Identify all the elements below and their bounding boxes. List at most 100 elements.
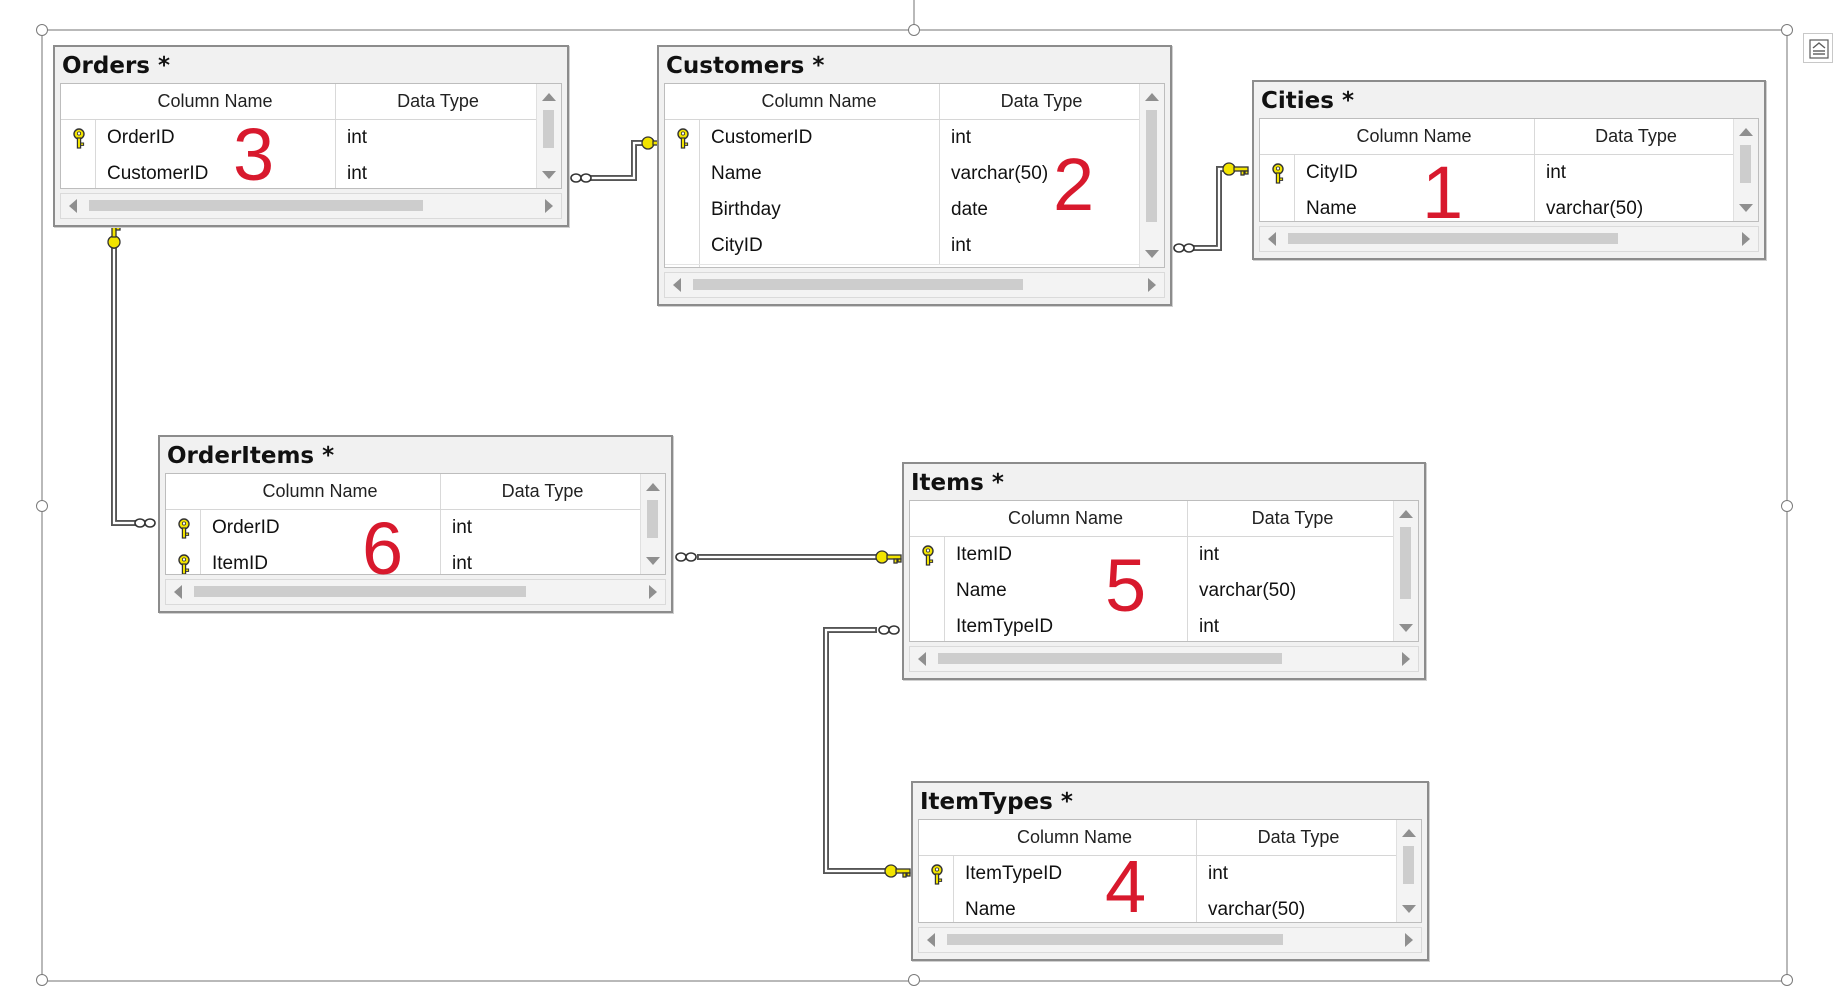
column-grid[interactable]: Column Name Data Type OrderID int ItemID… — [165, 473, 666, 575]
column-type: int — [347, 163, 368, 184]
column-type: int — [1199, 616, 1220, 637]
horizontal-scrollbar[interactable] — [1259, 226, 1759, 252]
table-customers[interactable]: Customers * Column Name Data Type Custom… — [657, 45, 1172, 306]
scroll-thumb[interactable] — [1146, 110, 1157, 222]
table-row[interactable]: ItemID int — [166, 546, 665, 574]
scroll-down-arrow-icon[interactable] — [1739, 204, 1753, 212]
scroll-up-arrow-icon[interactable] — [1399, 510, 1413, 518]
scroll-thumb[interactable] — [947, 934, 1283, 945]
scroll-thumb[interactable] — [1740, 145, 1751, 183]
one-end-key-icon — [884, 864, 911, 878]
table-cities[interactable]: Cities * Column Name Data Type CityID in… — [1252, 80, 1766, 260]
scroll-thumb[interactable] — [89, 200, 423, 211]
table-row[interactable]: Name varchar(50) — [919, 892, 1421, 922]
vertical-scrollbar[interactable] — [1396, 820, 1421, 922]
column-name-header: Column Name — [761, 91, 877, 111]
column-grid[interactable]: Column Name Data Type CityID int Name va… — [1259, 118, 1759, 222]
column-type: varchar(50) — [1208, 899, 1306, 920]
column-name: ItemTypeID — [956, 616, 1054, 637]
vertical-scrollbar[interactable] — [536, 84, 561, 188]
resize-handle-left[interactable] — [36, 500, 48, 512]
scroll-up-arrow-icon[interactable] — [1145, 93, 1159, 101]
scroll-right-arrow-icon[interactable] — [1402, 652, 1410, 666]
table-row[interactable]: ItemTypeID int — [910, 609, 1418, 641]
table-row[interactable]: OrderID int — [61, 120, 561, 157]
table-row[interactable]: CustomerID int — [61, 156, 561, 188]
resize-handle-bottom-left[interactable] — [36, 974, 48, 986]
vertical-scrollbar[interactable] — [1733, 119, 1758, 221]
scroll-thumb[interactable] — [194, 586, 526, 597]
table-itemtypes[interactable]: ItemTypes * Column Name Data Type ItemTy… — [911, 781, 1429, 961]
scroll-down-arrow-icon[interactable] — [542, 171, 556, 179]
resize-handle-top-right[interactable] — [1781, 24, 1793, 36]
scroll-left-arrow-icon[interactable] — [918, 652, 926, 666]
table-items[interactable]: Items * Column Name Data Type ItemID int… — [902, 462, 1426, 680]
scroll-down-arrow-icon[interactable] — [1402, 905, 1416, 913]
scroll-right-arrow-icon[interactable] — [649, 585, 657, 599]
column-grid[interactable]: Column Name Data Type OrderID int Custom… — [60, 83, 562, 189]
scroll-up-arrow-icon[interactable] — [646, 483, 660, 491]
scroll-left-arrow-icon[interactable] — [927, 933, 935, 947]
scroll-left-arrow-icon[interactable] — [69, 199, 77, 213]
scroll-up-arrow-icon[interactable] — [1739, 128, 1753, 136]
column-name-header: Column Name — [1016, 827, 1133, 847]
resize-handle-right[interactable] — [1781, 500, 1793, 512]
table-row[interactable]: Birthday date — [665, 192, 1164, 229]
scroll-down-arrow-icon[interactable] — [646, 557, 660, 565]
scroll-thumb[interactable] — [1288, 233, 1618, 244]
table-row[interactable]: Name varchar(50) — [910, 573, 1418, 610]
resize-handle-bottom[interactable] — [908, 974, 920, 986]
scroll-thumb[interactable] — [1400, 527, 1411, 599]
scroll-thumb[interactable] — [938, 653, 1282, 664]
table-row[interactable]: CityID int — [665, 228, 1164, 265]
horizontal-scrollbar[interactable] — [60, 193, 562, 219]
horizontal-scrollbar[interactable] — [165, 579, 666, 605]
resize-handle-top[interactable] — [908, 24, 920, 36]
scroll-right-arrow-icon[interactable] — [1405, 933, 1413, 947]
table-title: Items * — [911, 470, 1004, 496]
column-grid[interactable]: Column Name Data Type ItemTypeID int Nam… — [918, 819, 1422, 923]
many-end-icon — [878, 625, 900, 635]
resize-handle-bottom-right[interactable] — [1781, 974, 1793, 986]
scroll-right-arrow-icon[interactable] — [1742, 232, 1750, 246]
layout-options-button[interactable] — [1803, 33, 1833, 63]
table-row[interactable]: Name varchar(50) — [665, 156, 1164, 193]
scroll-down-arrow-icon[interactable] — [1145, 250, 1159, 258]
table-row[interactable]: OrderID int — [166, 510, 665, 547]
scroll-up-arrow-icon[interactable] — [542, 93, 556, 101]
scroll-right-arrow-icon[interactable] — [1148, 278, 1156, 292]
horizontal-scrollbar[interactable] — [909, 646, 1419, 672]
scroll-up-arrow-icon[interactable] — [1402, 829, 1416, 837]
scroll-left-arrow-icon[interactable] — [673, 278, 681, 292]
scroll-thumb[interactable] — [693, 279, 1023, 290]
vertical-scrollbar[interactable] — [1393, 501, 1418, 641]
column-grid[interactable]: Column Name Data Type CustomerID int Nam… — [664, 83, 1165, 268]
scroll-left-arrow-icon[interactable] — [174, 585, 182, 599]
scroll-thumb[interactable] — [1403, 846, 1414, 884]
rotation-stem — [913, 0, 915, 30]
vertical-scrollbar[interactable] — [1139, 84, 1164, 267]
scroll-thumb[interactable] — [647, 500, 658, 538]
relationship-orders-customers — [589, 140, 651, 181]
table-row[interactable]: Name varchar(50) — [1260, 191, 1758, 221]
table-row[interactable]: CustomerID int — [665, 120, 1164, 157]
table-title: Orders * — [62, 53, 171, 79]
horizontal-scrollbar[interactable] — [918, 927, 1422, 953]
table-row[interactable]: CityID int — [1260, 155, 1758, 192]
horizontal-scrollbar[interactable] — [664, 272, 1165, 298]
column-name: Name — [956, 580, 1007, 601]
scroll-thumb[interactable] — [543, 110, 554, 148]
table-orders[interactable]: Orders * Column Name Data Type OrderID i… — [53, 45, 569, 227]
resize-handle-top-left[interactable] — [36, 24, 48, 36]
column-grid[interactable]: Column Name Data Type ItemID int Name va… — [909, 500, 1419, 642]
scroll-down-arrow-icon[interactable] — [1399, 624, 1413, 632]
table-row[interactable]: ItemID int — [910, 537, 1418, 574]
scroll-right-arrow-icon[interactable] — [545, 199, 553, 213]
table-orderitems[interactable]: OrderItems * Column Name Data Type Order… — [158, 435, 673, 613]
table-row[interactable]: ItemTypeID int — [919, 856, 1421, 893]
column-name: ItemID — [212, 553, 268, 574]
relationship-orders-orderitems — [111, 247, 137, 526]
vertical-scrollbar[interactable] — [640, 474, 665, 574]
scroll-left-arrow-icon[interactable] — [1268, 232, 1276, 246]
